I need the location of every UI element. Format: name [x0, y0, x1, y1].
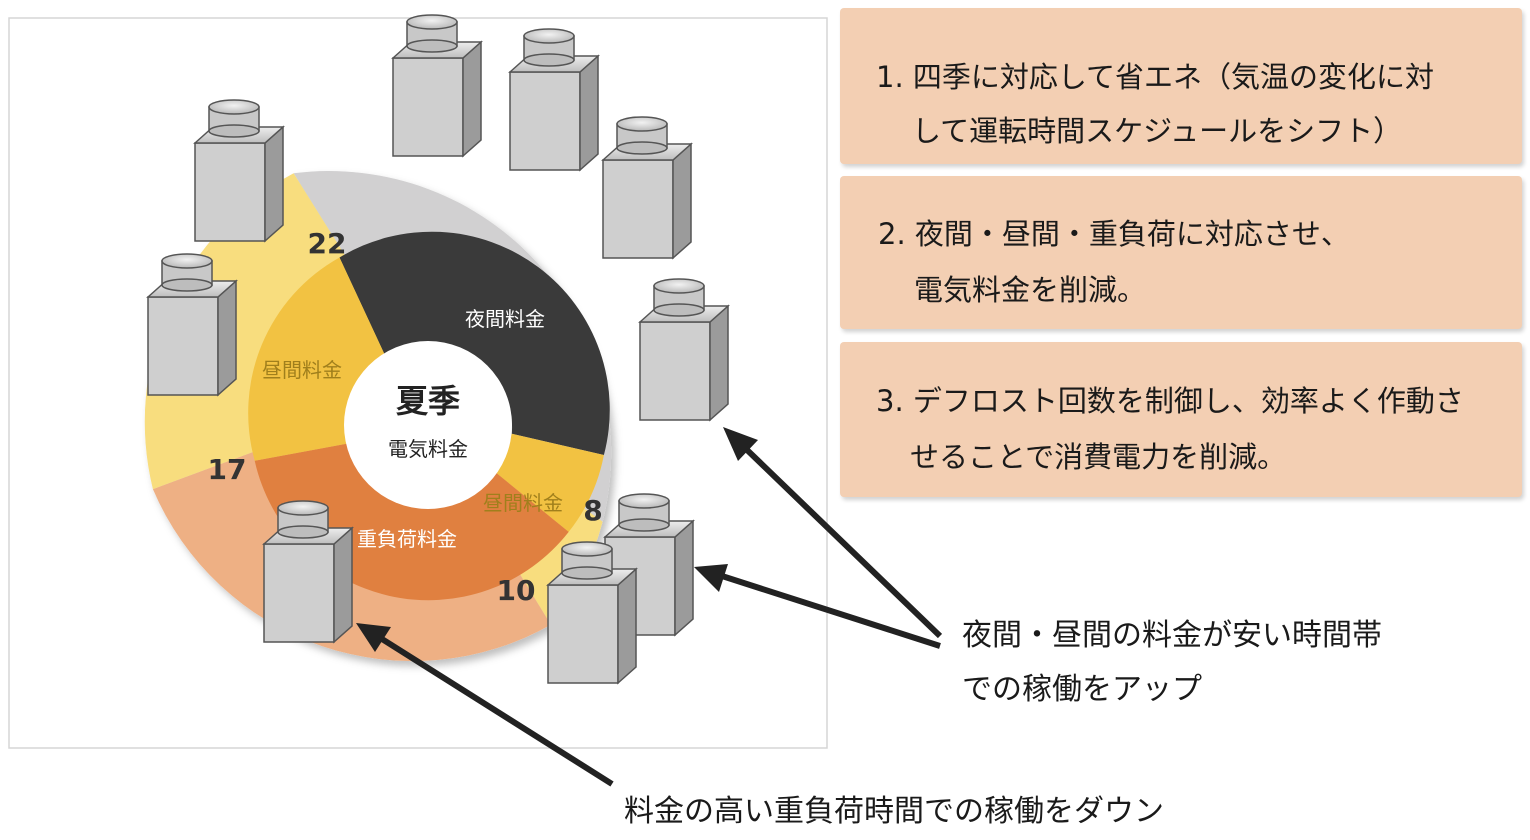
peak-rate-label: 重負荷料金 — [357, 527, 457, 551]
info-box-line: 1. 四季に対応して省エネ（気温の変化に対 — [876, 60, 1435, 94]
info-box-line: 電気料金を削減。 — [914, 273, 1147, 307]
arrow-to-peak-unit — [380, 636, 614, 787]
arrow-to-upper-right — [742, 445, 943, 639]
info-box-rate-response: 2. 夜間・昼間・重負荷に対応させ、 電気料金を削減。 — [840, 176, 1522, 329]
cheap-hours-caption-line1: 夜間・昼間の料金が安い時間帯 — [962, 618, 1382, 653]
center-subtitle-label: 電気料金 — [388, 437, 468, 461]
arrow-head-icon — [723, 427, 758, 461]
day-rate-right-label: 昼間料金 — [483, 491, 563, 515]
hour-10-label: 10 — [497, 574, 536, 607]
arrow-head-icon — [356, 623, 391, 652]
arrow-head-icon — [694, 564, 728, 592]
expensive-hours-caption: 料金の高い重負荷時間での稼働をダウン — [624, 794, 1164, 829]
inner-ring-day-right-segment — [490, 433, 604, 532]
info-box-line: 3. デフロスト回数を制御し、効率よく作動さ — [876, 384, 1464, 418]
night-rate-label: 夜間料金 — [465, 307, 545, 331]
inner-ring-night-segment — [339, 231, 610, 455]
hour-17-label: 17 — [208, 453, 247, 486]
info-box-defrost-control: 3. デフロスト回数を制御し、効率よく作動さ せることで消費電力を削減。 — [840, 342, 1522, 497]
center-hole — [344, 341, 512, 509]
day-rate-left-label: 昼間料金 — [262, 358, 342, 382]
info-box-line: して運転時間スケジュールをシフト） — [912, 114, 1403, 148]
info-box-line: せることで消費電力を削減。 — [910, 440, 1287, 474]
hour-8-label: 8 — [583, 494, 602, 527]
inner-ring-day-left-segment — [248, 257, 386, 461]
info-box-line: 2. 夜間・昼間・重負荷に対応させ、 — [878, 217, 1350, 251]
hour-22-label: 22 — [308, 227, 347, 260]
info-box-seasonal-shift: 1. 四季に対応して省エネ（気温の変化に対 して運転時間スケジュールをシフト） — [840, 8, 1522, 164]
cheap-hours-caption-line2: での稼働をアップ — [962, 672, 1202, 707]
center-season-label: 夏季 — [396, 382, 460, 420]
arrow-to-lower-right — [721, 573, 941, 649]
callout-arrows — [356, 427, 943, 787]
